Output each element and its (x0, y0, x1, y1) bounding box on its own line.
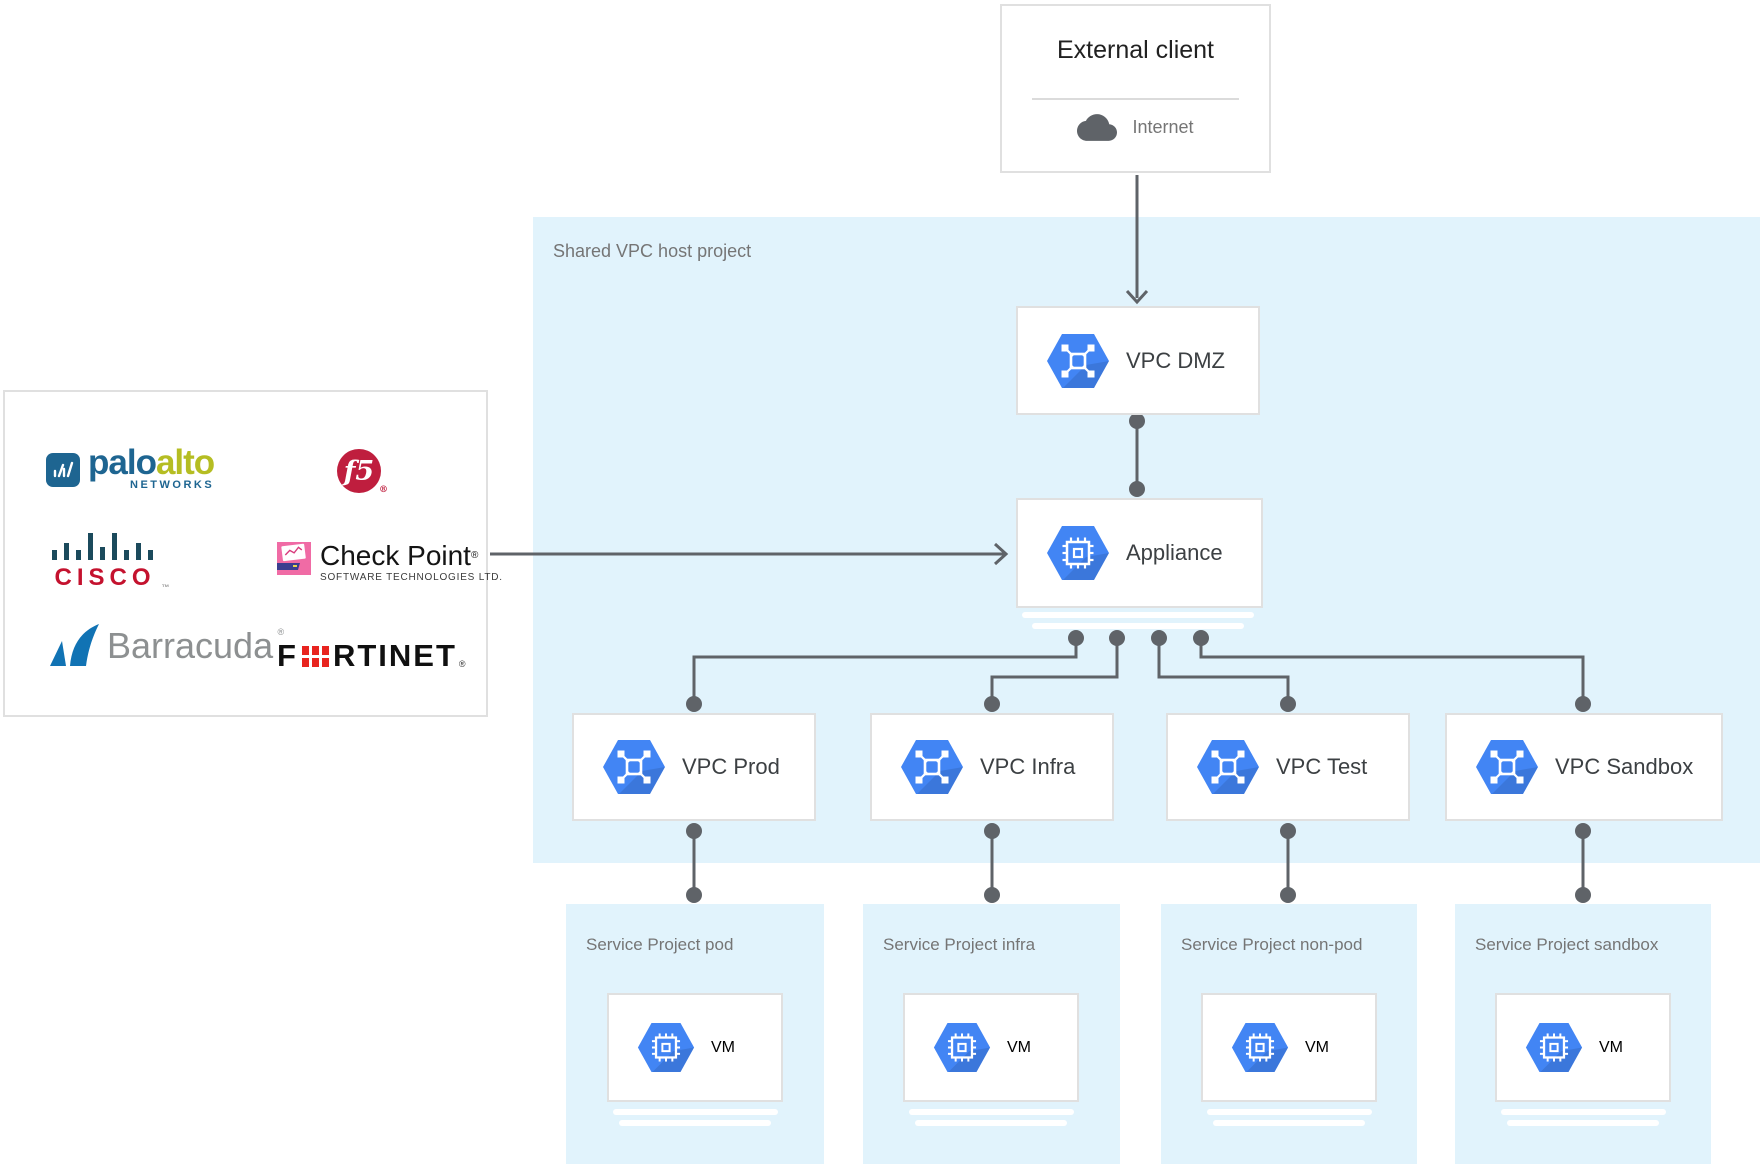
fortinet-word2: RTINET (332, 638, 457, 673)
check-point-logo: Check Point® SOFTWARE TECHNOLOGIES LTD. (277, 542, 503, 583)
paloalto-word2: alto (155, 443, 215, 482)
paloalto-networks-label: NETWORKS (130, 479, 215, 491)
wire-appliance-vpc-prod (692, 638, 1078, 704)
vm-label: VM (1599, 1038, 1623, 1056)
vpc-sandbox-label: VPC Sandbox (1555, 754, 1694, 779)
vm-label: VM (1305, 1038, 1329, 1056)
compute-chip-icon (1231, 1022, 1289, 1073)
vpc-network-icon (1475, 739, 1539, 795)
vm-node-infra: VM (903, 993, 1079, 1102)
vpc-test-label: VPC Test (1276, 754, 1368, 779)
palo-alto-networks-logo: paloalto NETWORKS (46, 445, 215, 491)
f5-word: f5 (343, 455, 375, 487)
paloalto-word1: palo (88, 443, 157, 482)
appliance-label: Appliance (1126, 540, 1223, 565)
compute-chip-icon (1046, 525, 1110, 581)
fortinet-word1: F (277, 638, 298, 673)
service-project-sandbox-label: Service Project sandbox (1475, 935, 1659, 954)
f5-registered-mark: ® (379, 485, 388, 495)
f5-logo: f5 ® (337, 449, 388, 495)
internet-label: Internet (1132, 117, 1194, 137)
vpc-network-icon (1196, 739, 1260, 795)
compute-chip-icon (637, 1022, 695, 1073)
divider (1032, 98, 1239, 100)
service-project-pod-label: Service Project pod (586, 935, 734, 954)
vm-label: VM (711, 1038, 735, 1056)
check-point-icon (277, 542, 311, 575)
cisco-trademark: ™ (161, 583, 170, 592)
vm-node-pod: VM (607, 993, 783, 1102)
cloud-icon (1077, 114, 1118, 141)
fortinet-registered-mark: ® (458, 659, 466, 669)
vpc-dmz-label: VPC DMZ (1126, 347, 1225, 373)
compute-chip-icon (933, 1022, 991, 1073)
check-point-registered-mark: ® (470, 550, 479, 561)
vpc-network-icon (602, 739, 666, 795)
vpc-sandbox-node: VPC Sandbox (1445, 713, 1723, 821)
vm-label: VM (1007, 1038, 1031, 1056)
vm-node-non-pod: VM (1201, 993, 1377, 1102)
vpc-network-icon (1046, 332, 1110, 389)
vpc-infra-node: VPC Infra (870, 713, 1114, 821)
wire-appliance-vpc-test (1157, 638, 1290, 704)
vpc-test-node: VPC Test (1166, 713, 1410, 821)
shared-vpc-host-project-label: Shared VPC host project (553, 241, 752, 261)
barracuda-word: Barracuda® (107, 624, 285, 666)
barracuda-logo: Barracuda® (48, 624, 285, 667)
fortinet-gate-icon (301, 645, 329, 667)
check-point-subtext: SOFTWARE TECHNOLOGIES LTD. (320, 572, 503, 583)
service-project-non-pod-label: Service Project non-pod (1181, 935, 1363, 954)
compute-chip-icon (1525, 1022, 1583, 1073)
wire-appliance-vpc-infra (990, 638, 1119, 704)
arrowhead-right-icon (993, 542, 1009, 566)
appliance-node: Appliance (1016, 498, 1263, 608)
external-client-title: External client (1056, 36, 1215, 64)
connector-dots (686, 413, 1591, 903)
barracuda-fin-icon (50, 624, 99, 666)
service-project-infra-label: Service Project infra (883, 935, 1036, 954)
vpc-prod-node: VPC Prod (572, 713, 816, 821)
vm-node-sandbox: VM (1495, 993, 1671, 1102)
fortinet-logo: F RTINET ® (277, 638, 466, 673)
f5-ball-icon: f5 ® (337, 449, 388, 495)
external-client-box: External client Internet (1000, 4, 1271, 173)
vpc-infra-label: VPC Infra (980, 754, 1076, 779)
stack-bars (613, 612, 1666, 1126)
arrowhead-down-icon (1125, 289, 1149, 305)
vpc-dmz-node: VPC DMZ (1016, 306, 1260, 415)
vpc-prod-label: VPC Prod (682, 754, 780, 779)
check-point-word: Check Point® (320, 540, 479, 571)
cisco-bars-icon (52, 533, 153, 560)
wire-appliance-vpc-sandbox (1199, 638, 1585, 704)
barracuda-registered-mark: ® (277, 626, 285, 637)
palo-alto-icon (46, 452, 80, 487)
vpc-network-icon (900, 739, 964, 795)
